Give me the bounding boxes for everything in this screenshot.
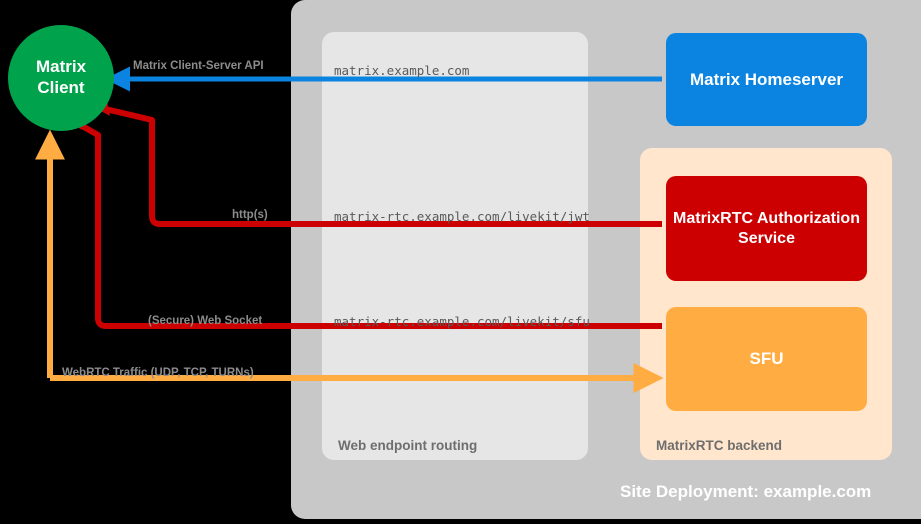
matrixrtc-backend-caption: MatrixRTC backend bbox=[656, 438, 783, 453]
matrix-homeserver-label: Matrix Homeserver bbox=[689, 69, 844, 89]
livekit-sfu-endpoint-label: matrix-rtc.example.com/livekit/sfu bbox=[334, 314, 590, 329]
sfu-label: SFU bbox=[749, 349, 784, 369]
client-server-api-label: Matrix Client-Server API bbox=[133, 60, 264, 72]
matrix-homeserver-endpoint-label: matrix.example.com bbox=[334, 63, 470, 78]
webrtc-flow-label: WebRTC Traffic (UDP, TCP, TURNs) bbox=[62, 367, 254, 379]
websocket-flow-label: (Secure) Web Socket bbox=[148, 315, 263, 327]
sfu-node[interactable]: SFU bbox=[666, 307, 867, 411]
http-flow-label: http(s) bbox=[232, 209, 268, 221]
matrixrtc-authorization-service-label: MatrixRTC Authorization Service bbox=[673, 209, 860, 247]
matrix-client-label-line2: Client bbox=[37, 78, 85, 97]
web-endpoint-routing-caption: Web endpoint routing bbox=[338, 438, 478, 453]
site-deployment-caption: Site Deployment: example.com bbox=[620, 482, 872, 501]
web-endpoint-routing-panel bbox=[322, 32, 588, 460]
matrixrtc-authorization-service-node[interactable]: MatrixRTC Authorization Service bbox=[666, 176, 867, 281]
matrix-homeserver-node[interactable]: Matrix Homeserver bbox=[666, 33, 867, 126]
matrix-client-node[interactable]: Matrix Client bbox=[8, 25, 114, 131]
matrix-client-label-line1: Matrix bbox=[35, 57, 87, 77]
livekit-jwt-endpoint-label: matrix-rtc.example.com/livekit/jwt bbox=[334, 209, 590, 224]
